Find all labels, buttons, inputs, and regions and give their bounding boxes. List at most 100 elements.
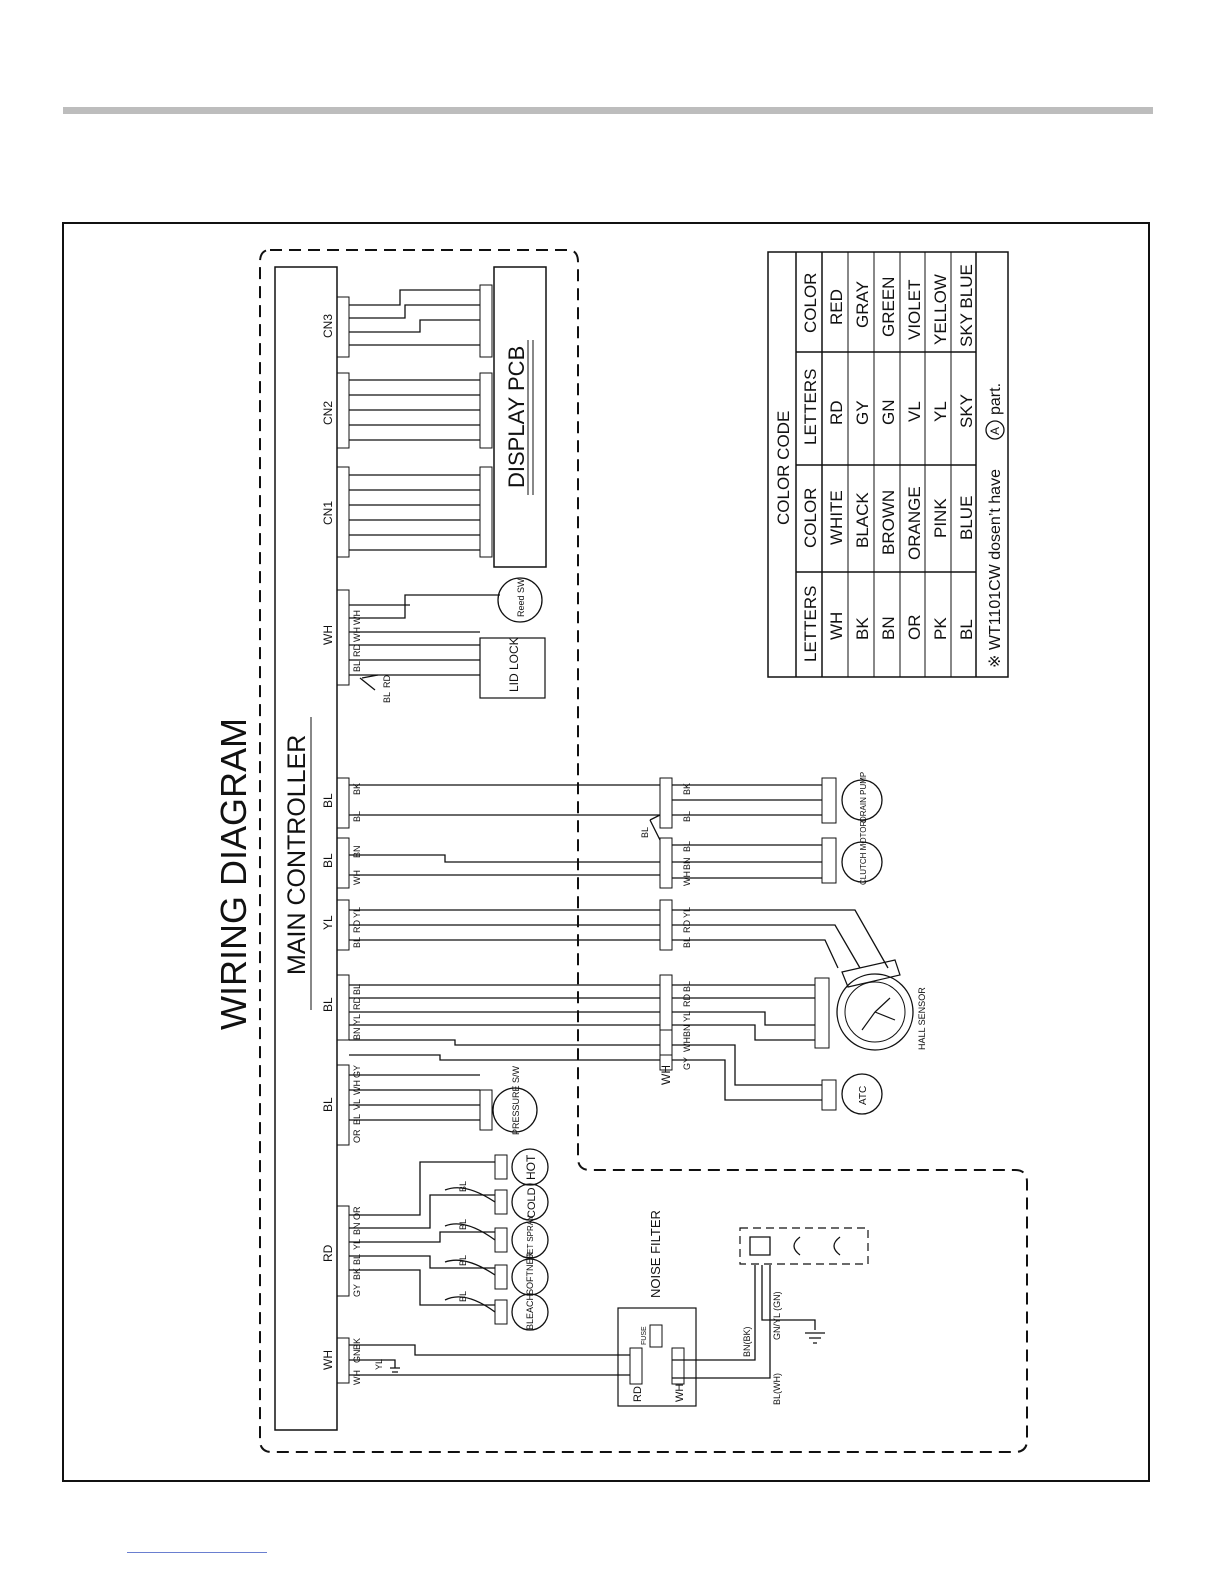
cc-cell: BROWN	[879, 490, 898, 555]
wire-tag: BL	[458, 1181, 468, 1192]
color-code-title: COLOR CODE	[774, 411, 793, 525]
valve-cold-label: COLD	[526, 1187, 538, 1218]
valve-softner-label: SOFTNER	[525, 1251, 535, 1295]
header-rule	[63, 107, 1153, 114]
valve-bleach	[511, 1293, 549, 1331]
conn-label-bl1: BL	[321, 1097, 335, 1112]
cc-cell: WHITE	[827, 490, 846, 545]
wire-tag: VL	[352, 1099, 362, 1110]
cc-cell: VL	[905, 401, 924, 422]
hall-sensor-label: HALL SENSOR	[917, 987, 927, 1050]
conn-label-wh1: WH	[321, 1350, 335, 1370]
cc-cell: SKY	[957, 394, 976, 428]
cc-cell: BLACK	[853, 492, 872, 548]
wire-tag: WH	[352, 1370, 362, 1385]
cc-cell: GRAY	[853, 281, 872, 328]
wire-tag: RD	[352, 920, 362, 933]
wire-tag: RD	[352, 997, 362, 1010]
wire-tag: BL	[682, 841, 692, 852]
wire-tag: WH	[352, 610, 362, 625]
bl-jumper-label: BL	[640, 827, 650, 838]
fuse	[649, 1324, 663, 1348]
wire-tag: YL	[352, 1014, 362, 1025]
controller-connectors	[336, 296, 350, 1384]
display-pcb-box	[493, 266, 547, 568]
wire-tag: YL	[682, 1011, 692, 1022]
hall-sensor	[841, 959, 901, 988]
cc-cell: SKY BLUE	[957, 264, 976, 347]
wire-tag: GY	[682, 1057, 692, 1070]
wire-tag: BN	[682, 857, 692, 870]
valve-cold	[511, 1183, 549, 1221]
nf-wh-label: WH	[674, 1384, 686, 1402]
wire-tag: GN	[352, 1350, 362, 1364]
wire-tag: BL	[458, 1255, 468, 1266]
cc-cell: PK	[931, 617, 950, 640]
cc-cell: GN	[879, 400, 898, 426]
wire-tag: BL	[458, 1219, 468, 1230]
cc-cell: YL	[931, 401, 950, 422]
wire-tag: BL	[352, 984, 362, 995]
power-bl-label: BL(WH)	[772, 1373, 782, 1405]
middle-connectors	[659, 777, 673, 1071]
color-code-note-mark: A	[988, 427, 1002, 435]
wire-tag: BN	[682, 1024, 692, 1037]
cc-cell: BN	[879, 616, 898, 640]
conn-label-bl2: BL	[321, 997, 335, 1012]
reed-switch	[497, 577, 543, 623]
lid-lock-wires	[349, 594, 500, 691]
motor-wires	[349, 784, 660, 1121]
cc-cell: GY	[853, 400, 872, 425]
valve-pins	[494, 1154, 508, 1325]
lid-lock-label: LID LOCK	[507, 637, 521, 692]
wire-tag: BN	[352, 1027, 362, 1040]
cc-header-color-2: COLOR	[801, 273, 820, 333]
wire-tag: YL	[352, 1239, 362, 1250]
middle-to-parts	[649, 784, 889, 1101]
wire-tag: BL	[682, 981, 692, 992]
atc-label: ATC	[858, 1086, 869, 1105]
cc-cell: BLUE	[957, 496, 976, 540]
cc-cell: PINK	[931, 498, 950, 538]
cc-cell: VIOLET	[905, 280, 924, 340]
wire-tag: RD	[682, 920, 692, 933]
wire-tag: BL	[682, 937, 692, 948]
drain-pump-label: DRAIN PUMP	[859, 772, 868, 822]
main-controller-label: MAIN CONTROLLER	[283, 735, 311, 975]
wire-tag: WH	[682, 871, 692, 886]
cc-cell: GREEN	[879, 277, 898, 337]
wire-tag: BK	[352, 1338, 362, 1350]
conn-label-cn2: CN2	[321, 401, 335, 425]
cc-cell: RED	[827, 289, 846, 325]
cc-cell: BL	[957, 619, 976, 640]
diagram-title: WIRING DIAGRAM	[213, 718, 254, 1030]
wire-tag: YL	[374, 1359, 384, 1370]
wire-tag: RD	[682, 994, 692, 1007]
power-bn-label: BN(BK)	[742, 1326, 752, 1357]
wire-tag: GY	[352, 1284, 362, 1297]
conn-label-rd: RD	[321, 1244, 335, 1262]
wire-tag: RD	[382, 675, 392, 688]
middle-wh-label: WH	[659, 1065, 673, 1085]
wire-tag: GY	[352, 1065, 362, 1078]
cc-header-letters-1: LETTERS	[801, 585, 820, 662]
conn-label-cn1: CN1	[321, 501, 335, 525]
color-code-note-suffix: part.	[987, 383, 1004, 415]
nf-rd-label: RD	[632, 1386, 644, 1402]
display-pcb-pins	[479, 284, 493, 558]
wire-tag: BL	[352, 811, 362, 822]
dashed-enclosure	[259, 249, 1028, 1453]
cc-cell: RD	[827, 400, 846, 425]
power-wires	[349, 1265, 825, 1379]
fuse-label: FUSE	[641, 1326, 648, 1345]
hall-motor	[836, 973, 914, 1051]
wire-tag: WH	[682, 1037, 692, 1052]
valve-hot	[511, 1148, 549, 1186]
valve-jet-spray	[511, 1221, 549, 1259]
cc-cell: OR	[905, 615, 924, 641]
wire-tag: BK	[352, 783, 362, 795]
cc-header-letters-2: LETTERS	[801, 368, 820, 445]
clutch-motor	[841, 841, 883, 883]
atc-sensor	[841, 1073, 883, 1115]
